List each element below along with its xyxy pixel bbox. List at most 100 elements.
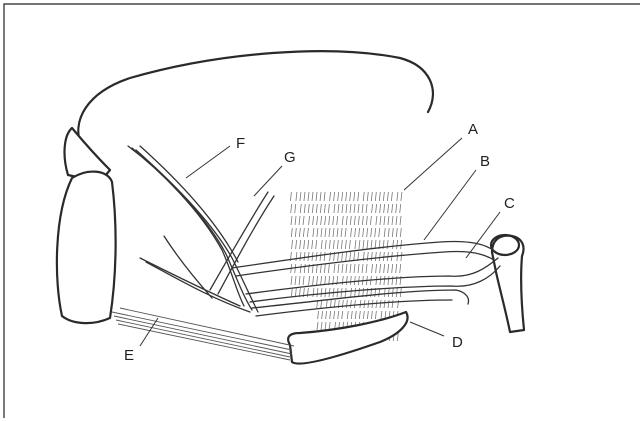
- hatch-stroke: [384, 300, 385, 308]
- hatch-stroke: [388, 264, 389, 273]
- hatch-stroke: [391, 192, 392, 201]
- hatch-stroke: [392, 276, 393, 285]
- bundle-g: [140, 192, 274, 312]
- hatch-stroke: [379, 228, 380, 237]
- hatch-stroke: [366, 216, 367, 225]
- label-c: C: [504, 195, 515, 212]
- hatch-stroke: [379, 252, 380, 261]
- hatch-stroke: [308, 240, 309, 249]
- hatch-stroke: [396, 204, 397, 213]
- hatch-stroke: [321, 240, 322, 249]
- hatch-stroke: [362, 264, 363, 273]
- label-d: D: [452, 334, 463, 351]
- hatch-stroke: [317, 276, 318, 285]
- hatch-stroke: [384, 216, 385, 225]
- hatch-stroke: [354, 276, 355, 285]
- hatch-stroke: [326, 311, 327, 319]
- hatch-stroke: [328, 264, 329, 273]
- hatch-stroke: [325, 288, 326, 297]
- hatch-stroke: [326, 300, 327, 308]
- hatch-stroke: [304, 192, 305, 201]
- hatch-stroke: [325, 216, 326, 225]
- hatch-stroke: [303, 216, 304, 225]
- hatch-stroke: [355, 311, 356, 319]
- hatch-stroke: [324, 264, 325, 273]
- hatch-stroke: [401, 252, 402, 261]
- hatch-stroke: [370, 216, 371, 225]
- hatch-stroke: [400, 216, 401, 225]
- hatch-stroke: [347, 311, 348, 319]
- tendon-b: [232, 241, 496, 276]
- hatch-stroke: [375, 252, 376, 261]
- hatch-stroke: [359, 311, 360, 319]
- hatch-stroke: [363, 192, 364, 201]
- hatched-region-upper: [290, 192, 402, 297]
- hatch-stroke: [329, 240, 330, 249]
- hatch-stroke: [300, 264, 301, 273]
- hatch-stroke: [349, 240, 350, 249]
- hatch-stroke: [309, 216, 310, 225]
- hatch-stroke: [291, 288, 292, 297]
- hatch-stroke: [296, 192, 297, 201]
- hatch-stroke: [296, 252, 297, 261]
- hatch-stroke: [317, 216, 318, 225]
- hatch-stroke: [362, 216, 363, 225]
- hatch-stroke: [321, 276, 322, 285]
- hatch-stroke: [392, 216, 393, 225]
- hatch-stroke: [350, 300, 351, 308]
- hatch-stroke: [396, 228, 397, 237]
- hatch-stroke: [313, 216, 314, 225]
- hatch-stroke: [393, 240, 394, 249]
- hatch-stroke: [350, 192, 351, 201]
- hatch-stroke: [291, 204, 292, 213]
- hatch-stroke: [346, 192, 347, 201]
- hatch-stroke: [341, 228, 342, 237]
- hatch-stroke: [337, 240, 338, 249]
- hatch-stroke: [300, 204, 301, 213]
- hatch-stroke: [354, 216, 355, 225]
- hatch-stroke: [312, 192, 313, 201]
- hatch-stroke: [363, 228, 364, 237]
- hatch-stroke: [325, 228, 326, 237]
- hatch-stroke: [321, 288, 322, 297]
- hatch-stroke: [384, 228, 385, 237]
- hatch-stroke: [345, 228, 346, 237]
- hatch-stroke: [380, 276, 381, 285]
- hatch-stroke: [392, 264, 393, 273]
- hatch-stroke: [342, 276, 343, 285]
- hatch-stroke: [295, 216, 296, 225]
- hatch-stroke: [375, 311, 376, 319]
- hatch-stroke: [355, 240, 356, 249]
- hatch-stroke: [342, 216, 343, 225]
- hatch-stroke: [342, 311, 343, 319]
- hatch-stroke: [320, 252, 321, 261]
- hatch-stroke: [400, 204, 401, 213]
- hatch-stroke: [333, 216, 334, 225]
- hatch-stroke: [367, 228, 368, 237]
- hatch-stroke: [383, 192, 384, 201]
- hatch-stroke: [333, 228, 334, 237]
- hatch-stroke: [334, 192, 335, 201]
- hatch-stroke: [387, 240, 388, 249]
- label-f: F: [236, 135, 245, 152]
- hatch-stroke: [376, 276, 377, 285]
- hatch-stroke: [341, 240, 342, 249]
- hatch-stroke: [317, 288, 318, 297]
- hatch-stroke: [359, 240, 360, 249]
- mandible-block: [57, 172, 116, 323]
- hatch-stroke: [388, 228, 389, 237]
- label-e: E: [124, 347, 134, 364]
- hatch-stroke: [350, 276, 351, 285]
- hatch-stroke: [351, 311, 352, 319]
- hatch-stroke: [304, 252, 305, 261]
- label-g: G: [284, 149, 296, 166]
- hatch-stroke: [338, 311, 339, 319]
- hatch-stroke: [392, 228, 393, 237]
- leader-d: [410, 322, 444, 336]
- hatch-stroke: [388, 276, 389, 285]
- hatch-stroke: [313, 276, 314, 285]
- hatch-stroke: [354, 264, 355, 273]
- hatch-stroke: [320, 192, 321, 201]
- hatch-stroke: [291, 228, 292, 237]
